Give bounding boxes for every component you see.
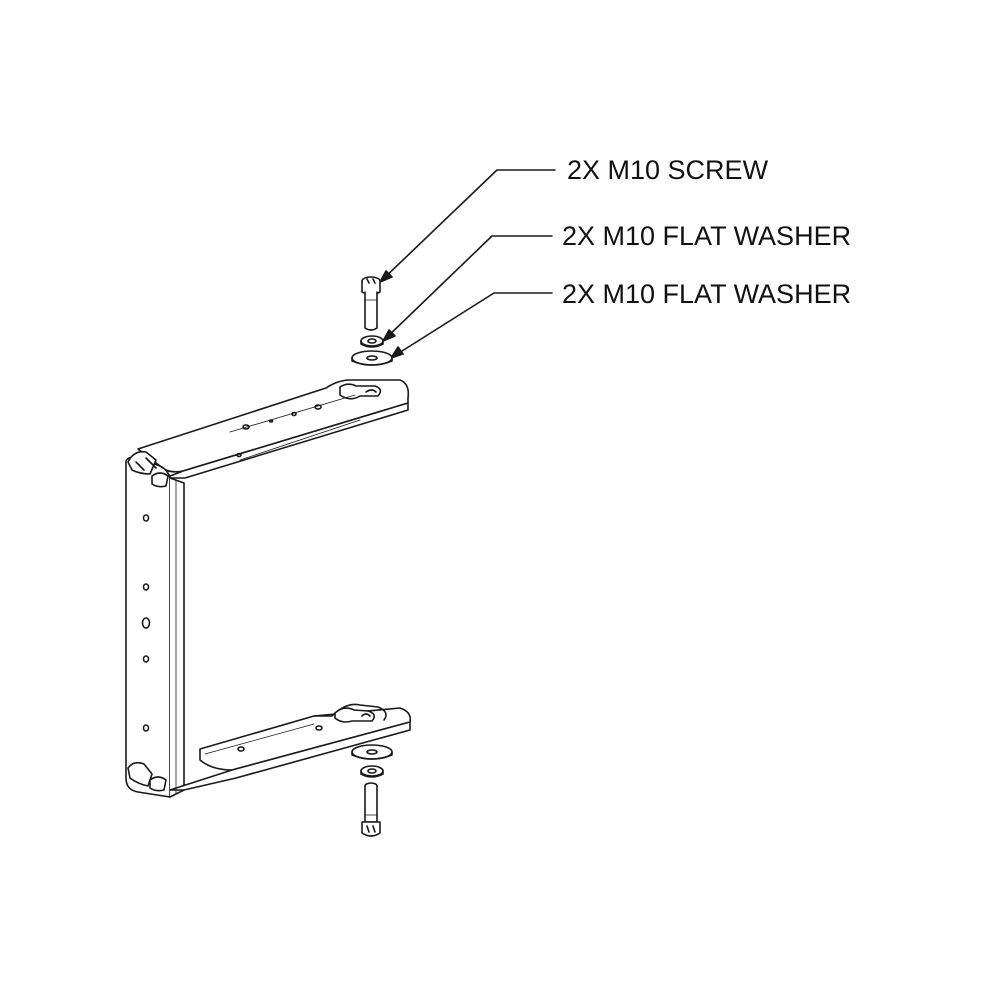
leader-washer-large <box>390 292 553 359</box>
bracket-bottom-arm <box>169 703 412 791</box>
leader-screw <box>379 169 556 283</box>
callout-label-large-washer: 2X M10 FLAT WASHER <box>562 279 852 309</box>
bracket-vertical-back <box>125 450 185 798</box>
lower-small-washer <box>360 765 384 778</box>
lower-large-washer <box>351 744 393 760</box>
upper-small-washer <box>360 335 384 348</box>
upper-screw <box>361 276 381 331</box>
bracket-top-arm <box>137 379 410 479</box>
upper-large-washer <box>351 350 393 366</box>
callout-label-small-washer: 2X M10 FLAT WASHER <box>562 221 852 251</box>
leader-washer-small <box>382 235 553 342</box>
callout-label-screw: 2X M10 SCREW <box>567 155 769 185</box>
lower-screw <box>361 782 381 837</box>
